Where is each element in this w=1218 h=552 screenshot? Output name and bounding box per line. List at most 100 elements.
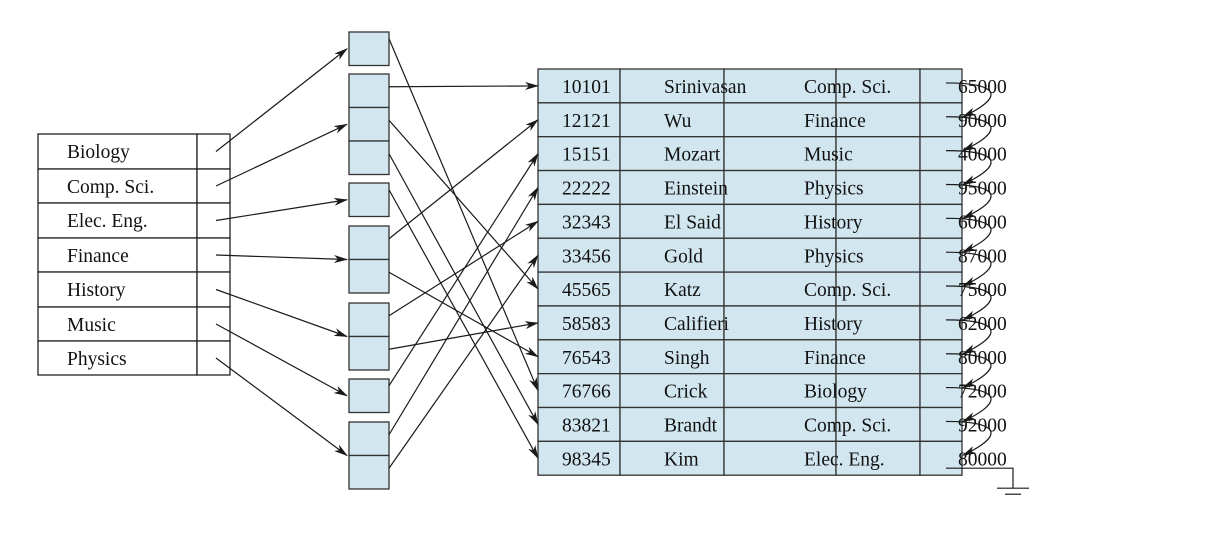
record-field-cell	[723, 68, 837, 104]
record-salary: 90000	[958, 111, 1007, 132]
record-name: Califieri	[664, 314, 730, 335]
record-id: 32343	[562, 212, 611, 233]
next-record-arrow	[945, 319, 992, 355]
record-pointer-cell	[919, 102, 963, 138]
index-to-bucket-arrow	[215, 123, 348, 187]
index-to-bucket-arrow	[215, 323, 348, 397]
record-pointer-cell	[919, 271, 963, 307]
record-field-cell	[723, 102, 837, 138]
record-pointer-cell	[919, 372, 963, 409]
record-salary: 92000	[958, 416, 1007, 437]
record-field-cell	[723, 339, 837, 375]
null-pointer-line	[946, 467, 1014, 489]
next-record-arrow	[945, 116, 992, 152]
record-dept: Physics	[804, 179, 864, 200]
record-field-cell	[835, 203, 921, 239]
record-field-cell	[537, 406, 621, 442]
record-name: Katz	[664, 280, 701, 301]
record-field-cell	[723, 440, 837, 476]
pointer-arrows	[215, 38, 1029, 495]
bucket-to-record-arrow	[388, 38, 539, 392]
index-key: Elec. Eng.	[67, 211, 148, 232]
next-record-arrow	[945, 251, 992, 287]
record-pointer-cell	[919, 68, 963, 104]
record-field-cell	[723, 136, 837, 172]
next-record-arrow	[945, 183, 992, 219]
record-field-cell	[619, 440, 725, 476]
next-record-arrow	[945, 150, 992, 186]
record-dept: History	[804, 314, 863, 335]
record-field-cell	[835, 169, 921, 206]
record-dept: Biology	[804, 382, 867, 403]
record-salary: 65000	[958, 77, 1007, 98]
record-field-cell	[619, 372, 725, 409]
record-field-cell	[537, 305, 621, 341]
record-dept: Comp. Sci.	[804, 416, 891, 437]
bucket-to-record-arrow	[388, 119, 539, 290]
record-field-cell	[835, 372, 921, 409]
bucket-cell	[348, 106, 390, 142]
index-pointer-cell	[196, 271, 231, 308]
record-field-cell	[619, 136, 725, 172]
record-salary: 80000	[958, 348, 1007, 369]
record-field-cell	[835, 440, 921, 476]
record-pointer-cell	[919, 237, 963, 273]
bucket-cell	[348, 454, 390, 490]
record-field-cell	[723, 169, 837, 206]
bucket-to-record-arrow	[388, 152, 539, 387]
record-name: Srinivasan	[664, 77, 747, 98]
index-key-cell	[37, 306, 198, 342]
index-key: Physics	[67, 349, 127, 370]
next-record-arrow	[945, 217, 992, 253]
record-dept: Physics	[804, 246, 864, 267]
record-salary: 62000	[958, 314, 1007, 335]
next-record-arrow	[945, 353, 992, 389]
record-pointer-cell	[919, 136, 963, 172]
index-key: Finance	[67, 246, 129, 267]
bucket-cell	[348, 73, 390, 109]
index-key-cell	[37, 168, 198, 204]
next-record-arrow	[945, 386, 992, 422]
record-id: 83821	[562, 416, 611, 437]
record-id: 76543	[562, 348, 611, 369]
record-id: 58583	[562, 314, 611, 335]
record-salary: 95000	[958, 179, 1007, 200]
record-salary: 80000	[958, 449, 1007, 470]
bucket-to-record-arrow	[388, 189, 539, 460]
record-name: El Said	[664, 212, 721, 233]
index-to-bucket-arrow	[215, 254, 348, 264]
record-pointer-cell	[919, 305, 963, 341]
bucket-cell	[348, 225, 390, 261]
record-field-cell	[537, 169, 621, 206]
record-pointer-cell	[919, 406, 963, 442]
record-name: Singh	[664, 348, 710, 369]
index-key-cell	[37, 133, 198, 170]
record-field-cell	[537, 102, 621, 138]
bucket-to-record-arrow	[388, 81, 539, 90]
index-key: Music	[67, 315, 116, 336]
record-dept: History	[804, 212, 863, 233]
record-pointer-cell	[919, 440, 963, 476]
record-dept: Music	[804, 145, 853, 166]
index-pointer-cell	[196, 133, 231, 170]
record-name: Einstein	[664, 179, 728, 200]
record-field-cell	[619, 237, 725, 273]
record-id: 33456	[562, 246, 611, 267]
index-to-bucket-arrow	[215, 288, 348, 338]
index-pointer-cell	[196, 202, 231, 239]
record-dept: Elec. Eng.	[804, 449, 885, 470]
record-salary: 60000	[958, 212, 1007, 233]
bucket-to-record-arrow	[388, 153, 539, 426]
record-field-cell	[835, 406, 921, 442]
next-record-arrow	[945, 420, 992, 456]
record-id: 10101	[562, 77, 611, 98]
bucket-to-record-arrow	[388, 186, 539, 436]
bucket-cell	[348, 258, 390, 294]
record-name: Mozart	[664, 145, 721, 166]
record-salary: 87000	[958, 246, 1007, 267]
next-record-arrow	[945, 285, 992, 321]
index-key: Comp. Sci.	[67, 177, 154, 198]
